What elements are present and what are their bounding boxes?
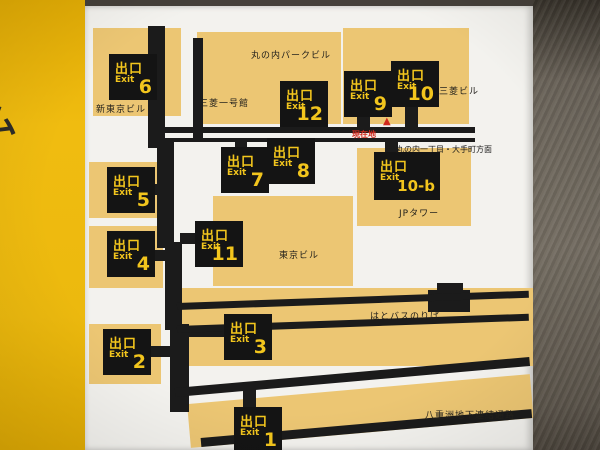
exit-kanji-label: 出口 [273, 146, 302, 161]
exit-number: 1 [263, 429, 277, 450]
exit-en-label: Exit [397, 82, 417, 92]
walkway-vertical-b [157, 140, 174, 248]
exit-number: 3 [253, 336, 267, 358]
stub-exit5 [149, 184, 161, 195]
exit-number: 5 [136, 189, 150, 211]
exit-number: 6 [138, 76, 152, 98]
area-label-hato-bus: はとバスのりば [370, 312, 441, 322]
exit-kanji-label: 出口 [113, 239, 142, 254]
exit-box-3: 出口 Exit 3 [225, 315, 271, 359]
black-structure-top [437, 283, 463, 292]
exit-kanji-label: 出口 [115, 62, 144, 77]
exit-box-9: 出口 Exit 9 [345, 72, 391, 116]
partial-wall-text: ム [0, 94, 17, 143]
exit-kanji-label: 出口 [201, 229, 230, 244]
street-line-lower [163, 138, 475, 142]
panel-top-edge [85, 0, 533, 6]
exit-number: 8 [296, 160, 310, 182]
exit-box-7: 出口 Exit 7 [222, 148, 268, 192]
building-label-jp-tower: JPタワー [399, 209, 440, 219]
map-panel: 新東京ビル 丸の内パークビル 三菱一号館 三菱ビル JPタワー 東京ビル [85, 6, 533, 450]
exit-kanji-label: 出口 [240, 415, 269, 430]
exit-number: 2 [132, 351, 146, 373]
exit-box-10: 出口 Exit 10 [392, 62, 438, 106]
left-yellow-wall: ム [0, 0, 85, 450]
walkway-vertical-e [193, 38, 203, 138]
exit-en-label: Exit [230, 335, 250, 345]
exit-box-10b: 出口 Exit 10-b [375, 153, 439, 199]
exit-box-6: 出口 Exit 6 [110, 55, 156, 99]
exit-kanji-label: 出口 [227, 155, 256, 170]
building-label-tokyo: 東京ビル [279, 251, 320, 261]
exit-en-label: Exit [350, 92, 370, 102]
stub-exit10 [405, 104, 418, 129]
right-dark-wall [533, 0, 600, 450]
walkway-vertical-d [170, 324, 189, 412]
exit-kanji-label: 出口 [230, 322, 259, 337]
exit-box-12: 出口 Exit 12 [281, 82, 327, 126]
exit-en-label: Exit [227, 168, 247, 178]
exit-number: 10 [407, 83, 434, 105]
building-label-mitsubishi-ichigokan: 三菱一号館 [199, 99, 250, 109]
exit-en-label: Exit [240, 428, 260, 438]
exit-number: 11 [211, 243, 238, 265]
building-label-mitsubishi: 三菱ビル [439, 87, 480, 97]
area-label-yaesu-passage: 八重洲地下連結通路 [425, 411, 516, 421]
exit-en-label: Exit [113, 188, 133, 198]
exit-box-8: 出口 Exit 8 [268, 139, 314, 183]
exit-kanji-label: 出口 [113, 175, 142, 190]
exit-en-label: Exit [113, 252, 133, 262]
stub-exit10b [385, 142, 398, 154]
exit-number: 7 [250, 169, 264, 191]
current-location-marker-icon: ▲ [383, 116, 391, 127]
exit-en-label: Exit [109, 350, 129, 360]
exit-box-4: 出口 Exit 4 [108, 232, 154, 276]
exit-box-11: 出口 Exit 11 [196, 222, 242, 266]
exit-number: 9 [373, 93, 387, 115]
exit-kanji-label: 出口 [286, 89, 315, 104]
exit-box-2: 出口 Exit 2 [104, 330, 150, 374]
exit-en-label: Exit [273, 159, 293, 169]
exit-number: 12 [296, 103, 323, 125]
exit-box-5: 出口 Exit 5 [108, 168, 154, 212]
stub-exit9 [357, 116, 370, 129]
exit-en-label: Exit [380, 173, 400, 183]
exit-kanji-label: 出口 [109, 337, 138, 352]
exit-en-label: Exit [201, 242, 221, 252]
exit-box-1: 出口 Exit 1 [235, 408, 281, 450]
direction-sign-label: 丸の内一丁目・大手町方面 [396, 145, 492, 154]
exit-number: 4 [136, 253, 150, 275]
current-location-label: 現在地 [352, 130, 376, 139]
exit-kanji-label: 出口 [350, 79, 379, 94]
exit-kanji-label: 出口 [380, 160, 409, 175]
street-line-upper [163, 127, 475, 133]
stub-exit4 [151, 250, 169, 261]
exit-kanji-label: 出口 [397, 69, 426, 84]
stub-exit11 [180, 233, 200, 244]
exit-en-label: Exit [286, 102, 306, 112]
stub-exit7 [235, 141, 247, 150]
building-label-marunouchi-park: 丸の内パークビル [251, 51, 332, 61]
stub-exit2 [145, 346, 173, 357]
exit-number: 10-b [397, 177, 435, 195]
building-label-shin-tokyo: 新東京ビル [96, 105, 147, 115]
exit-en-label: Exit [115, 75, 135, 85]
